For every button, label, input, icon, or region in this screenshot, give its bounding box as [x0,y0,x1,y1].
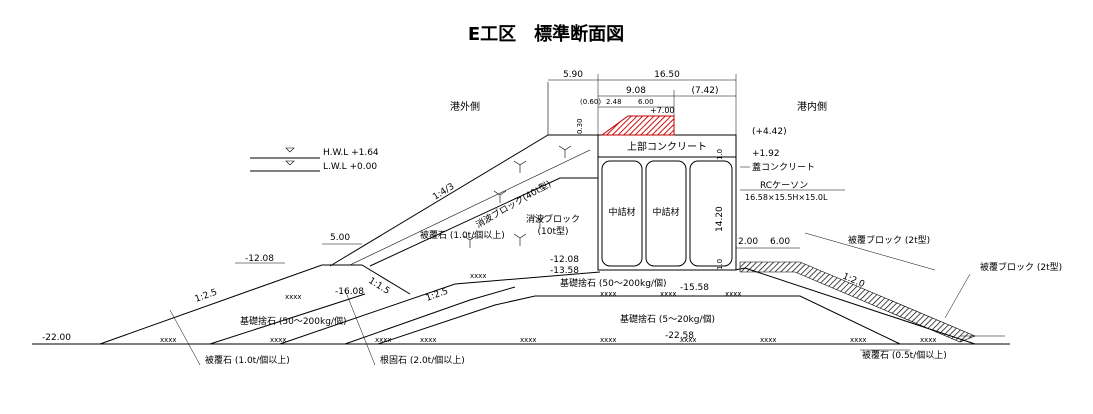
dim-14.20: 14.20 [715,206,725,232]
slope-1-4-3: 1:4/3 [431,182,456,203]
lid-concrete-label: 蓋コンクリート [752,161,815,173]
dim-0.60: (0.60) [580,98,601,106]
parapet-hatched [600,115,675,136]
elev-13.58: -13.58 [550,266,579,276]
wave-block-marks [463,145,572,248]
dim-5.90: 5.90 [563,70,583,80]
fill-label-1: 中詰材 [608,206,635,218]
wave-block-10t-label: 消波ブロック [526,213,580,225]
armor-block-label-1: 被覆ブロック (2t型) [848,234,930,246]
lwl-label: L.W.L +0.00 [323,162,377,172]
armor-block-label-2: 被覆ブロック (2t型) [980,261,1062,273]
dim-6.00-top: 6.00 [638,98,654,106]
elev-15.58: -15.58 [680,283,709,293]
caisson-size: 16.58×15.5H×15.0L [745,193,828,202]
svg-text:xxxx: xxxx [270,336,287,344]
elev-7.00: +7.00 [650,106,675,115]
dim-7.42: (7.42) [691,86,718,96]
elev-4.42: (+4.42) [752,127,787,137]
dim-2.48: 2.48 [606,98,622,106]
svg-text:xxxx: xxxx [760,336,777,344]
armor-bottom-right-label: 被覆石 (0.5t/個以上) [862,349,947,361]
caisson-label: RCケーソン [760,180,808,191]
svg-text:xxxx: xxxx [420,336,437,344]
armor-slopes [329,82,598,267]
upper-concrete-label: 上部コンクリート [627,140,707,153]
svg-text:xxxx: xxxx [600,336,617,344]
top-dimensions [548,74,737,135]
elev-12.08: -12.08 [550,255,579,265]
svg-text:xxxx: xxxx [600,290,617,298]
drawing-title: E工区 標準断面図 [468,23,624,45]
slope-1-1.5: 1:1.5 [366,276,391,297]
svg-text:xxxx: xxxx [375,336,392,344]
wave-block-10t-type: (10t型) [537,226,568,237]
dim-6.00: 6.00 [770,237,790,247]
rubble-left-label: 基礎捨石 (50～200kg/個) [240,315,346,327]
fill-label-2: 中詰材 [652,206,679,218]
elev-12.08-left: -12.08 [245,254,274,264]
armor-stone-label: 被覆石 (1.0t/個以上) [420,229,505,241]
dim-2.00: 2.00 [738,237,758,247]
rubble-center-label: 基礎捨石 (5～20kg/個) [620,313,715,325]
dim-1.0-b: 1.0 [716,259,724,270]
svg-text:xxxx: xxxx [920,336,937,344]
dim-1.0-a: 1.0 [716,149,724,160]
dim-0.30: 0.30 [576,118,584,134]
elev-16.08: -16.08 [335,287,364,297]
armor-block-band [739,261,976,343]
slope-1-2.5-left: 1:2.5 [194,288,219,305]
rubble-mid-label: 基礎捨石 (50～200kg/個) [560,277,666,289]
svg-text:xxxx: xxxx [470,272,487,280]
svg-text:xxxx: xxxx [660,290,677,298]
elev-1.92: +1.92 [752,149,780,159]
svg-text:xxxx: xxxx [680,336,697,344]
slope-1-2.5-mid: 1:2.5 [425,287,450,304]
dim-16.50: 16.50 [654,70,680,80]
armor-bottom-left-label: 被覆石 (1.0t/個以上) [205,354,290,366]
outer-side-label: 港外側 [450,100,480,113]
caisson [597,156,737,271]
elev-22.58: -22.58 [665,331,694,341]
svg-text:xxxx: xxxx [285,293,302,301]
svg-text:xxxx: xxxx [160,336,177,344]
dim-9.08: 9.08 [626,86,646,96]
svg-text:xxxx: xxxx [850,336,867,344]
inner-side-label: 港内側 [797,100,827,113]
rubble-marks: xxxx xxxx xxxx xxxx xxxx xxxx xxxx xxxx xxxx… [160,272,937,344]
svg-text:xxxx: xxxx [520,336,537,344]
root-stone-label: 根固石 (2.0t/個以上) [380,354,465,366]
hwl-label: H.W.L +1.64 [323,148,379,158]
water-levels [250,147,320,172]
svg-text:xxxx: xxxx [725,290,742,298]
elev-22.00: -22.00 [42,333,71,343]
dim-5.00: 5.00 [330,233,350,243]
